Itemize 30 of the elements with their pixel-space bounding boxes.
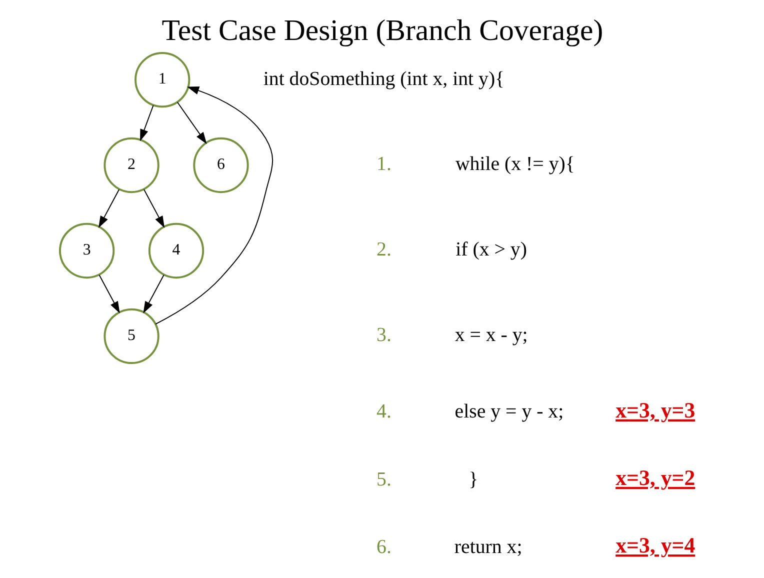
label: return x; [454, 536, 522, 558]
label: 2. [376, 238, 391, 261]
label: else y = y - x; [454, 400, 564, 423]
node-circle: 3 [58, 222, 114, 279]
label: x=3, y=4 [615, 533, 695, 558]
node-circle: 4 [148, 222, 204, 279]
label: x=3, y=2 [615, 466, 695, 490]
arrow [98, 274, 120, 314]
label: x=3, y=3 [615, 398, 695, 422]
label: while (x != y){ [454, 153, 574, 176]
arrow [142, 274, 164, 314]
label: 1. [376, 153, 391, 176]
label: 5. [376, 468, 391, 490]
arrow [154, 86, 273, 325]
label: 6. [376, 536, 391, 558]
label: x = x - y; [454, 324, 528, 346]
arrow [176, 102, 206, 144]
label: } [468, 468, 478, 490]
label: 3. [376, 324, 391, 346]
node-circle: 5 [103, 308, 159, 364]
arrow [98, 189, 120, 228]
label: if (x > y) [455, 238, 526, 261]
arrow [143, 189, 164, 228]
diagram-title: Test Case Design (Branch Coverage) [161, 14, 603, 48]
label: 4. [376, 400, 391, 423]
node-circle: 6 [192, 137, 248, 194]
label: int doSomething (int x, int y){ [262, 68, 504, 90]
node-circle: 2 [103, 137, 159, 194]
arrow [140, 104, 154, 142]
node-circle: 1 [134, 52, 190, 108]
